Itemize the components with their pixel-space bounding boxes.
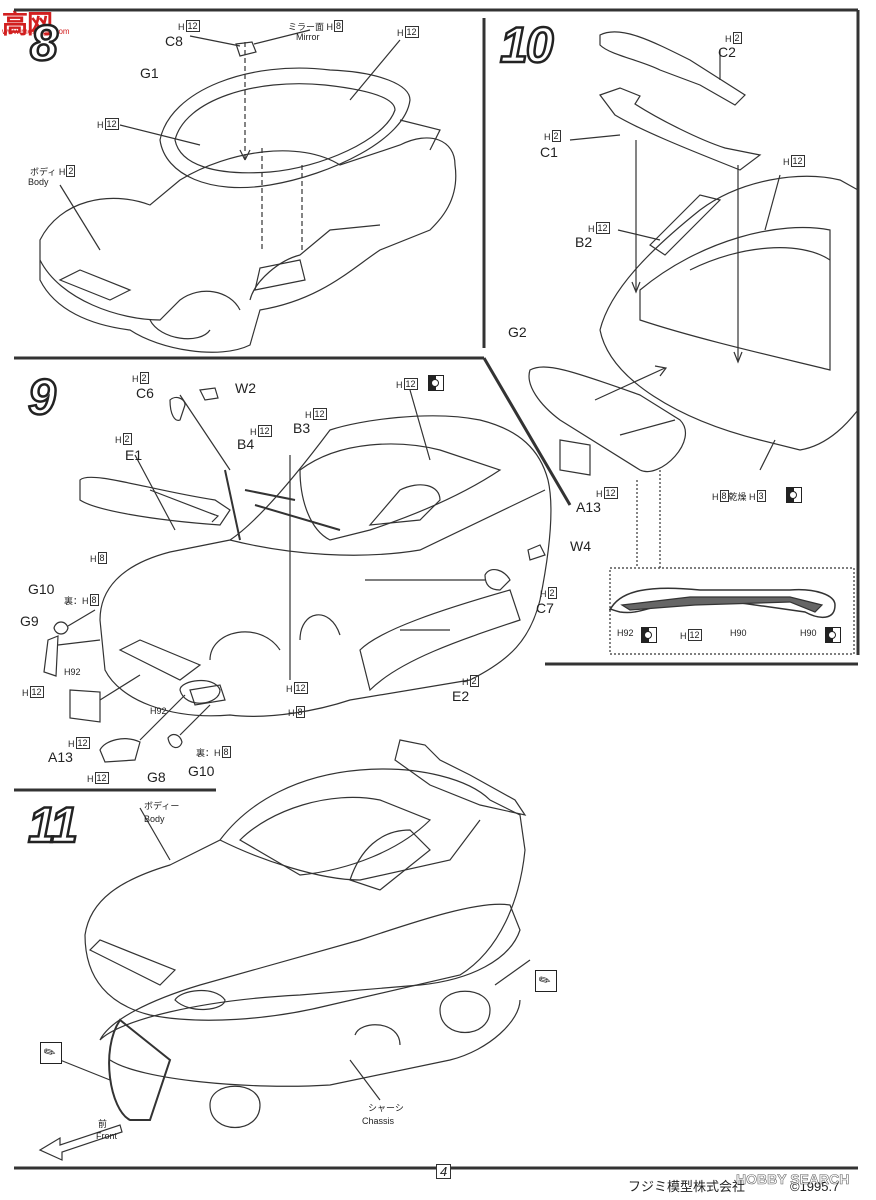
part-label-a13-10: A13 xyxy=(576,499,601,515)
part-label-e2: E2 xyxy=(452,688,470,704)
part-label-e1: E1 xyxy=(125,447,143,463)
clear-paint-icon xyxy=(786,487,802,503)
step8-body-drawing xyxy=(39,29,457,353)
watermark-hobby-search: HOBBY SEARCH xyxy=(736,1171,850,1187)
part-label-c6: C6 xyxy=(136,385,154,401)
clear-paint-icon xyxy=(825,627,841,643)
front-label-jp: 前 xyxy=(98,1119,108,1129)
inset-paint-h90: H90 xyxy=(730,628,747,638)
clear-paint-icon xyxy=(641,627,657,643)
part-label-c8: C8 xyxy=(165,33,183,49)
front-label-en: Front xyxy=(96,1131,118,1141)
part-label-c1: C1 xyxy=(540,144,558,160)
part-label-w2: W2 xyxy=(235,380,256,396)
step-number-10: 10 xyxy=(499,17,555,73)
part-label-g10-bottom: G10 xyxy=(188,763,215,779)
part-label-w4: W4 xyxy=(570,538,591,554)
part-label-g10-top: G10 xyxy=(28,581,55,597)
step-number-9: 9 xyxy=(27,369,57,425)
copyright: ©1995.7 xyxy=(790,1179,840,1194)
part-label-c2: C2 xyxy=(718,44,736,60)
paint-code-h92: H92 xyxy=(64,667,81,677)
part-label-g1: G1 xyxy=(140,65,159,81)
company-name: フジミ模型株式会社 xyxy=(628,1179,746,1194)
step-number-8: 8 xyxy=(29,15,59,71)
step-number-11: 11 xyxy=(27,797,79,853)
body-label-en: Body xyxy=(28,177,49,187)
part-label-b4: B4 xyxy=(237,436,255,452)
chassis-label-en: Chassis xyxy=(362,1116,395,1126)
watermark-logo: 高网 xyxy=(2,9,53,39)
clear-paint-icon xyxy=(428,375,444,391)
part-label-g9: G9 xyxy=(20,613,39,629)
step9-car-drawing xyxy=(43,387,552,763)
mirror-label-en: Mirror xyxy=(296,32,320,42)
watermark-url: www.moxingw.com xyxy=(2,27,70,36)
part-label-c7: C7 xyxy=(536,600,554,616)
glue-icon: ✎ xyxy=(535,970,557,992)
inset-paint-h92: H92 xyxy=(617,628,634,638)
inset-paint-h90-b: H90 xyxy=(800,628,817,638)
part-label-b2: B2 xyxy=(575,234,593,250)
body-label-jp-11: ボディー xyxy=(144,801,180,811)
body-label-en-11: Body xyxy=(144,814,165,824)
paint-code-h92-b: H92 xyxy=(150,706,167,716)
part-label-g2: G2 xyxy=(508,324,527,340)
glue-icon: ✎ xyxy=(40,1042,62,1064)
chassis-label-jp: シャーシ xyxy=(368,1103,404,1113)
step10-rear-drawing xyxy=(528,31,859,655)
page-number: 4 xyxy=(436,1164,452,1179)
part-label-b3: B3 xyxy=(293,420,311,436)
part-label-g8: G8 xyxy=(147,769,166,785)
part-label-a13-9: A13 xyxy=(48,749,73,765)
step11-drawing xyxy=(38,739,531,1161)
